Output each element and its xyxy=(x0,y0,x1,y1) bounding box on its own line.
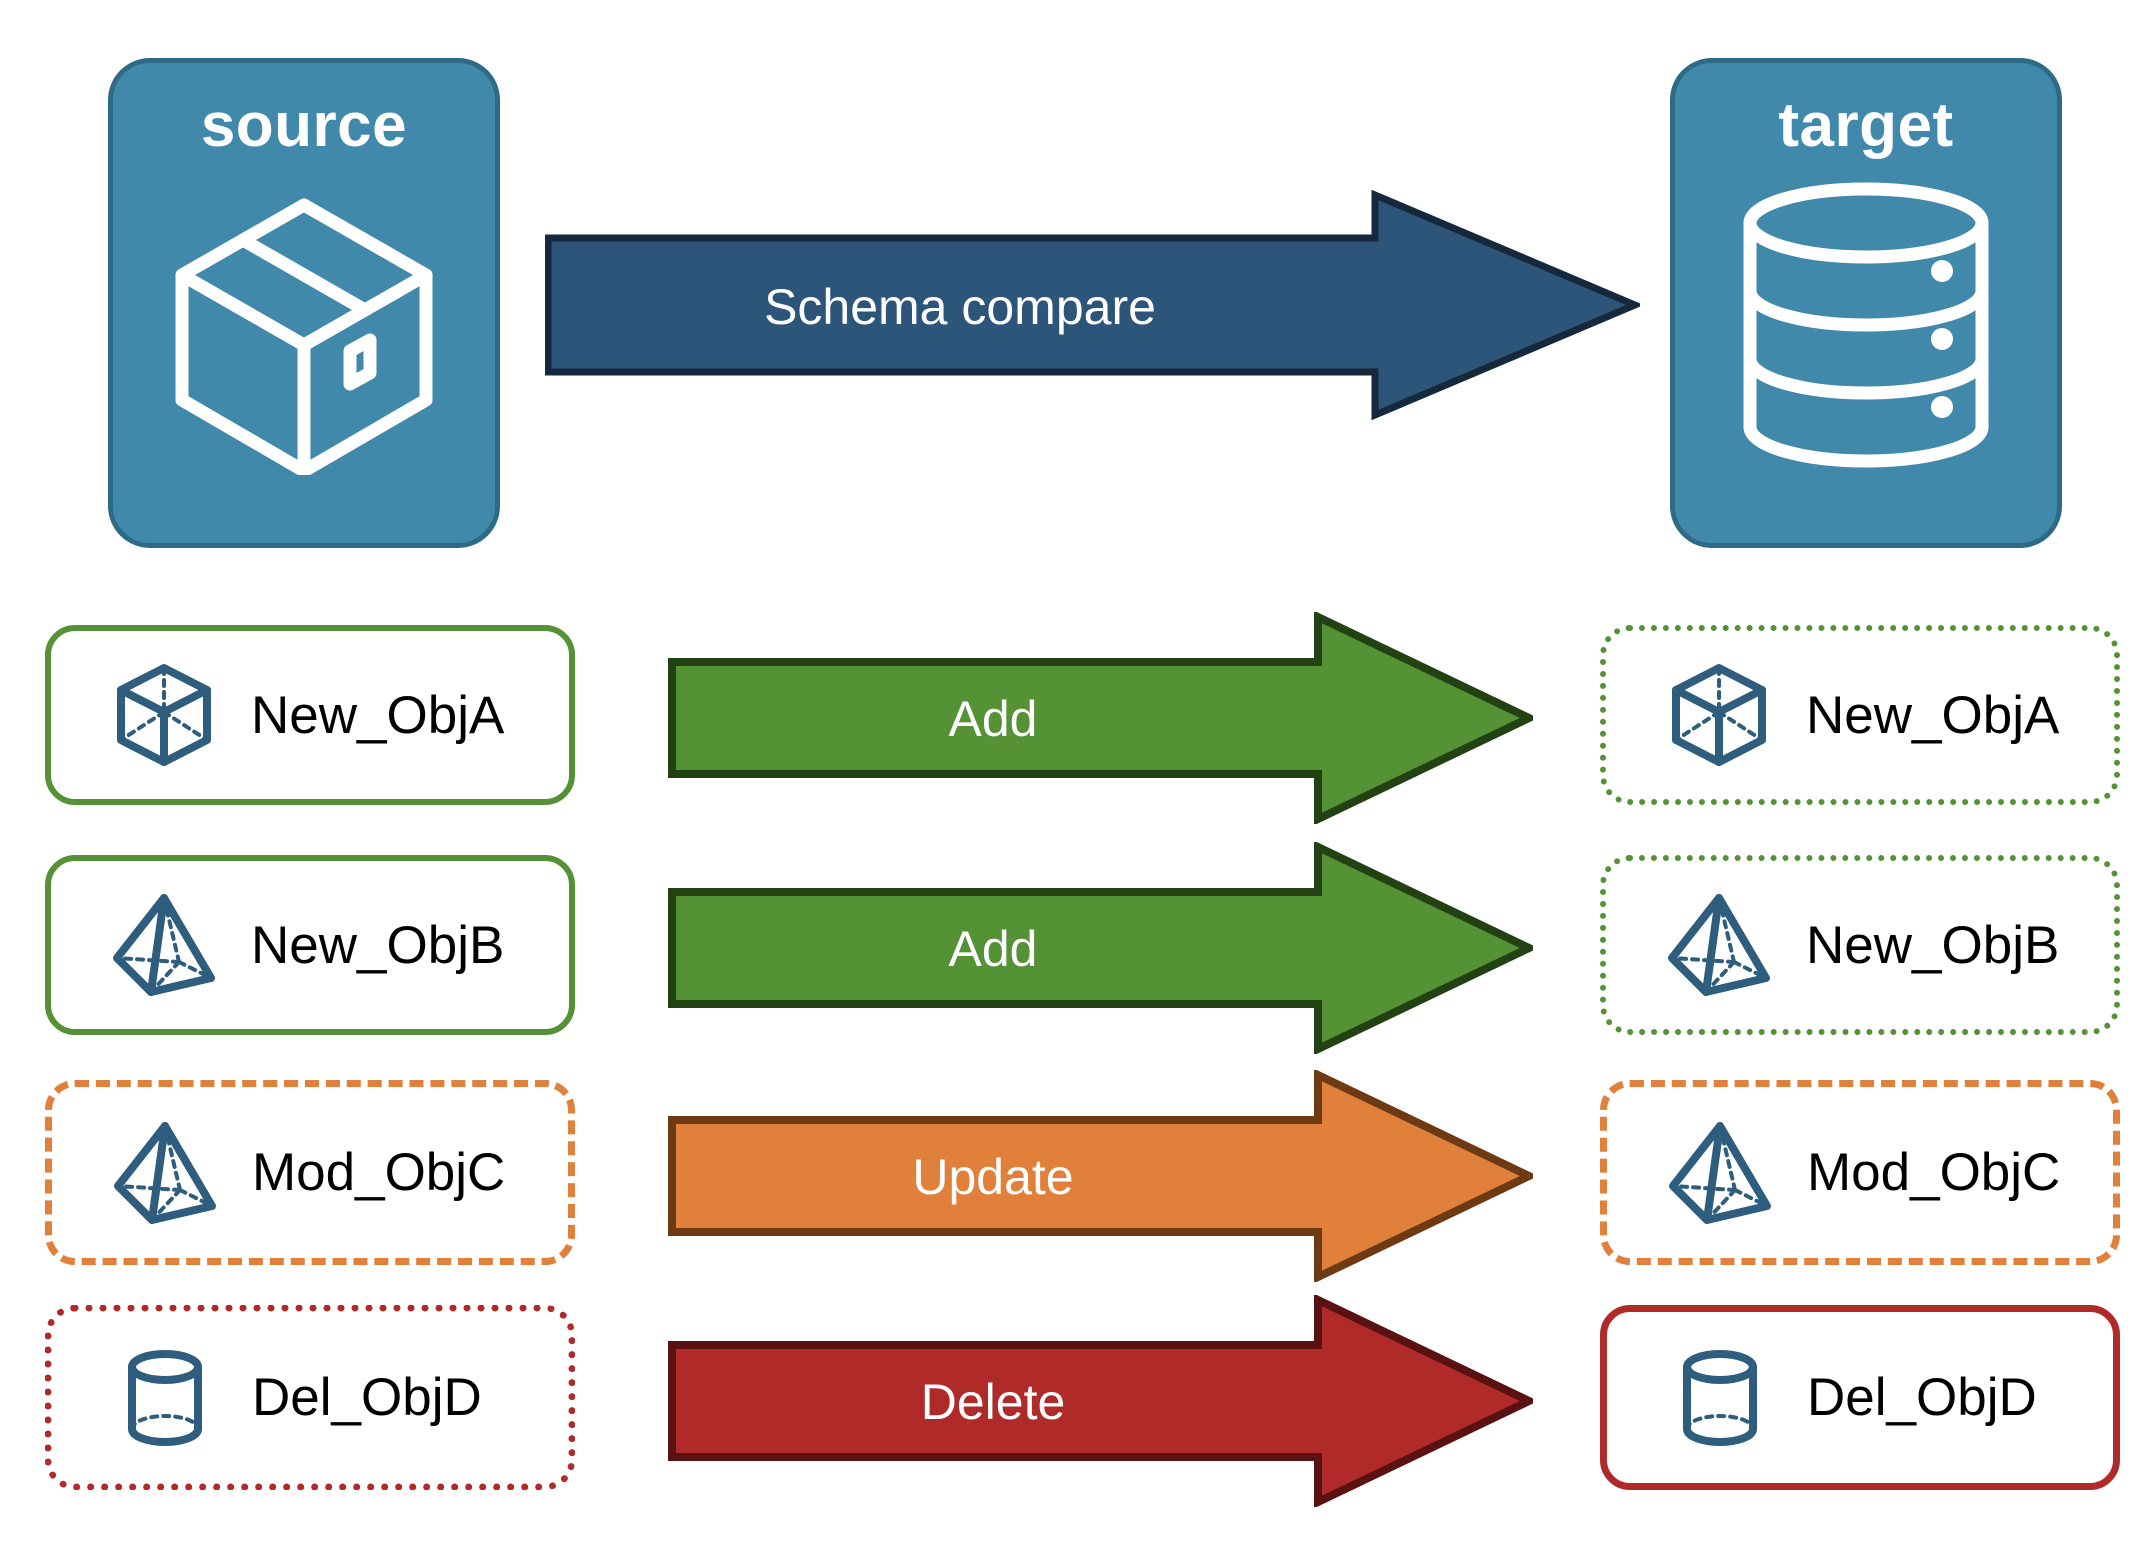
cylinder-icon xyxy=(110,1343,220,1453)
endpoint-title-target: target xyxy=(1778,91,1954,160)
target-object-label: New_ObjB xyxy=(1806,915,2060,975)
source-object-label: New_ObjB xyxy=(251,915,505,975)
action-arrow-delete[interactable]: Delete xyxy=(668,1293,1539,1509)
target-object-chip-new-objb[interactable]: New_ObjB xyxy=(1600,855,2120,1035)
target-object-label: Mod_ObjC xyxy=(1807,1143,2061,1202)
pyramid-wireframe-icon xyxy=(1664,890,1774,1000)
schema-compare-label: Schema compare xyxy=(764,279,1156,335)
target-object-chip-del-objd[interactable]: Del_ObjD xyxy=(1600,1305,2120,1490)
target-object-label: New_ObjA xyxy=(1806,685,2060,745)
action-arrow-label: Add xyxy=(948,921,1038,977)
target-object-label: Del_ObjD xyxy=(1807,1368,2037,1427)
cylinder-icon xyxy=(1665,1343,1775,1453)
target-object-chip-mod-objc[interactable]: Mod_ObjC xyxy=(1600,1080,2120,1265)
database-cylinder-icon xyxy=(1716,175,2016,480)
action-arrow-update[interactable]: Update xyxy=(668,1068,1539,1284)
action-arrow-add-1[interactable]: Add xyxy=(668,610,1539,826)
source-object-chip-new-objb[interactable]: New_ObjB xyxy=(45,855,575,1035)
cube-wireframe-icon xyxy=(109,660,219,770)
action-arrow-label: Delete xyxy=(920,1374,1066,1430)
cube-wireframe-icon xyxy=(1664,660,1774,770)
source-object-chip-new-obja[interactable]: New_ObjA xyxy=(45,625,575,805)
action-arrow-label: Update xyxy=(912,1149,1074,1205)
source-object-label: New_ObjA xyxy=(251,685,505,745)
arrow-shape xyxy=(544,189,1644,421)
endpoint-title-source: source xyxy=(200,91,408,160)
source-object-label: Mod_ObjC xyxy=(252,1143,506,1202)
pyramid-wireframe-icon xyxy=(109,890,219,1000)
source-object-chip-mod-objc[interactable]: Mod_ObjC xyxy=(45,1080,575,1265)
endpoint-card-target[interactable]: target xyxy=(1670,58,2062,548)
action-arrow-add-2[interactable]: Add xyxy=(668,840,1539,1056)
action-arrow-label: Add xyxy=(948,691,1038,747)
endpoint-card-source[interactable]: source xyxy=(108,58,500,548)
source-object-label: Del_ObjD xyxy=(252,1368,482,1427)
box-3d-icon xyxy=(154,175,454,480)
pyramid-wireframe-icon xyxy=(1665,1118,1775,1228)
target-object-chip-new-obja[interactable]: New_ObjA xyxy=(1600,625,2120,805)
schema-compare-arrow[interactable]: Schema compare xyxy=(544,189,1644,421)
pyramid-wireframe-icon xyxy=(110,1118,220,1228)
source-object-chip-del-objd[interactable]: Del_ObjD xyxy=(45,1305,575,1490)
